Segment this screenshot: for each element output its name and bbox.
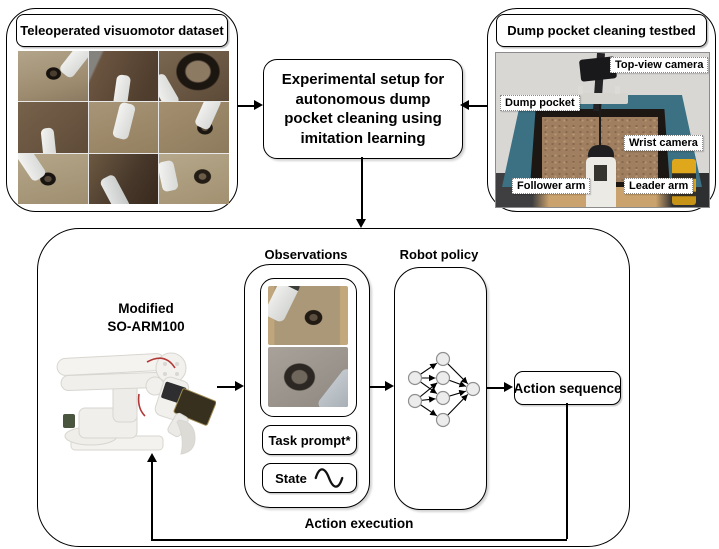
robot-policy-title: Robot policy [399, 247, 479, 262]
dataset-panel: Teleoperated visuomotor dataset [6, 8, 238, 212]
label-wrist-camera: Wrist camera [624, 135, 703, 151]
pipeline-panel: Modified SO-ARM100 [37, 228, 630, 547]
feedback-arrow-head-icon [147, 453, 157, 462]
camera-mount-bracket [570, 86, 628, 104]
dataset-image [88, 51, 159, 102]
arrow-robot-to-observations-line [217, 386, 237, 388]
testbed-panel-title: Dump pocket cleaning testbed [496, 14, 707, 47]
wrist-camera-body [588, 145, 614, 158]
feedback-line-right [566, 403, 568, 539]
dataset-image-grid [18, 51, 229, 204]
feedback-line-left [151, 461, 153, 539]
arrow-setup-to-pipeline-line [361, 157, 363, 220]
dataset-image [18, 153, 88, 204]
arrow-observations-to-policy-line [369, 386, 385, 388]
arrow-policy-to-action-line [486, 387, 504, 389]
dataset-image [159, 153, 229, 204]
feedback-line-bottom [151, 539, 567, 541]
action-sequence-box: Action sequence [513, 371, 622, 405]
dataset-image [159, 51, 229, 102]
observation-image-top [268, 286, 348, 345]
arrow-dataset-to-setup-line [237, 105, 256, 107]
setup-box: Experimental setup for autonomous dump p… [263, 59, 463, 159]
follower-arm-body [586, 157, 616, 207]
arrow-dataset-to-setup-head-icon [254, 100, 263, 110]
camera-cable [599, 104, 601, 152]
observation-images-box [260, 278, 357, 417]
action-execution-label: Action execution [304, 516, 414, 531]
dataset-image [159, 102, 229, 153]
sine-wave-icon [314, 468, 344, 488]
observation-image-bottom [268, 347, 348, 407]
neural-network-diagram [407, 351, 481, 428]
testbed-photo: Top-view camera Dump pocket Wrist camera… [495, 52, 710, 208]
dataset-image [88, 153, 159, 204]
robot-label: Modified SO-ARM100 [107, 301, 185, 334]
arrow-testbed-to-setup-line [468, 105, 487, 107]
observations-box: Task prompt* State [244, 264, 370, 508]
arrow-setup-to-pipeline-head-icon [356, 219, 366, 228]
observations-title: Observations [264, 247, 348, 262]
dataset-image [18, 102, 88, 153]
task-prompt-box: Task prompt* [262, 425, 357, 455]
arrow-policy-to-action-head-icon [504, 382, 513, 392]
dataset-panel-title: Teleoperated visuomotor dataset [16, 14, 228, 47]
dataset-image [88, 102, 159, 153]
label-follower-arm: Follower arm [512, 178, 591, 194]
label-leader-arm: Leader arm [624, 178, 694, 194]
dataset-image [18, 51, 88, 102]
label-top-view-camera: Top-view camera [610, 57, 709, 73]
arrow-testbed-to-setup-head-icon [460, 100, 469, 110]
arrow-observations-to-policy-head-icon [385, 381, 394, 391]
state-label: State [275, 470, 307, 486]
state-box: State [262, 463, 357, 493]
testbed-panel: Dump pocket cleaning testbed Top-view ca… [487, 8, 716, 212]
robot-policy-box [394, 267, 487, 510]
label-dump-pocket: Dump pocket [500, 95, 580, 111]
arrow-robot-to-observations-head-icon [235, 381, 244, 391]
task-prompt-label: Task prompt* [268, 432, 351, 448]
so-arm100-robot-image [56, 352, 216, 455]
